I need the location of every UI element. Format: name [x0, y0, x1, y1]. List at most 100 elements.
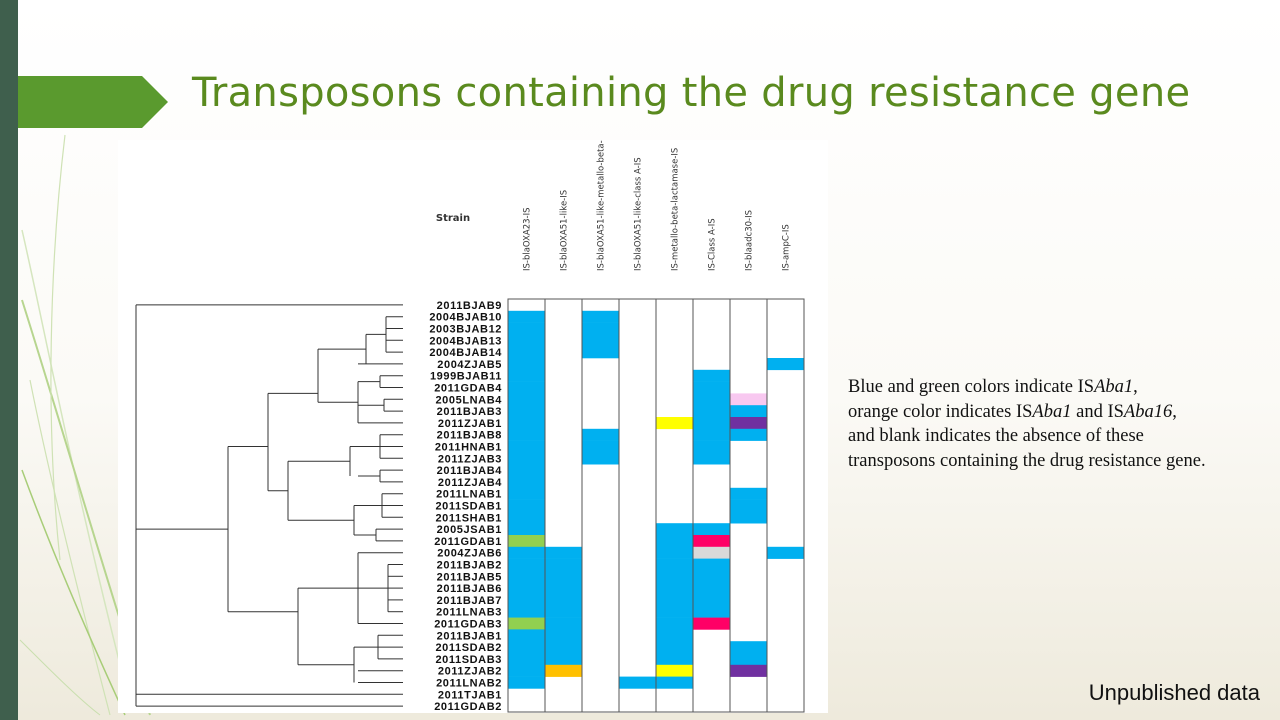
- heatmap-cell: [545, 582, 582, 595]
- figure-caption: Blue and green colors indicate ISAba1, or…: [848, 375, 1228, 473]
- heatmap-cell: [508, 393, 545, 406]
- heatmap-cell: [656, 653, 693, 666]
- caption-line1-text: Blue and green colors indicate IS: [848, 377, 1095, 397]
- decorative-leaf-lines: [19, 134, 151, 716]
- heatmap-cell: [693, 582, 730, 595]
- heatmap-cell: [730, 393, 767, 406]
- heatmap-cell: [508, 417, 545, 430]
- caption-line2-text: orange color indicates IS: [848, 401, 1033, 422]
- caption-line3-text: and blank indicates the absence of these…: [848, 426, 1206, 471]
- heatmap-cell: [508, 676, 545, 689]
- heatmap-cell: [730, 417, 767, 430]
- heatmap-cell: [693, 617, 730, 630]
- caption-line1-end: ,: [1133, 377, 1138, 397]
- strain-label: 2011GDAB2: [434, 701, 502, 713]
- heatmap-cell: [508, 558, 545, 571]
- heatmap-cell: [656, 641, 693, 654]
- heatmap-cell: [545, 629, 582, 642]
- heatmap-cell: [508, 535, 545, 548]
- column-header: IS-ampC-IS: [782, 224, 792, 271]
- heatmap-cell: [656, 546, 693, 559]
- heatmap-cell: [508, 464, 545, 477]
- strain-label: 2011GDAB3: [434, 619, 502, 631]
- strain-label: 2005JSAB1: [437, 524, 502, 536]
- strain-label: 2011TJAB1: [438, 689, 502, 701]
- heatmap-cell: [730, 428, 767, 441]
- heatmap-cell: [545, 664, 582, 677]
- heatmap-cell: [545, 653, 582, 666]
- heatmap-cell: [508, 322, 545, 335]
- strain-label: 2003BJAB12: [429, 324, 502, 336]
- heatmap-cell: [582, 440, 619, 453]
- heatmap-cell: [656, 570, 693, 583]
- strain-label: 2011SHAB1: [435, 512, 502, 524]
- heatmap-cell: [619, 676, 656, 689]
- heatmap-cell: [545, 546, 582, 559]
- strain-label: 2011SDAB3: [435, 654, 502, 666]
- strain-label: 2011GDAB1: [434, 536, 502, 548]
- heatmap-cell: [508, 381, 545, 394]
- heatmap-cell: [656, 558, 693, 571]
- heatmap-cell: [508, 664, 545, 677]
- heatmap-cell: [693, 605, 730, 618]
- heatmap-cell: [693, 428, 730, 441]
- strain-label: 2011SDAB2: [435, 642, 502, 654]
- heatmap-cell: [767, 358, 804, 371]
- heatmap-cell: [508, 369, 545, 382]
- heatmap-cell: [656, 617, 693, 630]
- heatmap-cell: [508, 546, 545, 559]
- strain-label: 2004ZJAB6: [437, 548, 502, 560]
- strain-label: 2004ZJAB5: [437, 359, 502, 371]
- heatmap-cell: [656, 582, 693, 595]
- heatmap-cell: [693, 570, 730, 583]
- strain-label: 2011ZJAB4: [438, 477, 502, 489]
- column-header: IS-blaadc30-IS: [745, 210, 755, 271]
- strain-label: 2011BJAB6: [437, 583, 502, 595]
- column-header: IS-Class A-IS: [708, 218, 718, 271]
- heatmap-cell: [508, 334, 545, 347]
- heatmap-cell: [693, 393, 730, 406]
- heatmap-cell: [508, 487, 545, 500]
- heatmap-cell: [582, 428, 619, 441]
- heatmap-cell: [656, 535, 693, 548]
- heatmap-cell: [693, 546, 730, 559]
- heatmap-cell: [508, 440, 545, 453]
- caption-line1-italic: Aba1: [1094, 377, 1134, 397]
- strain-label: 2011BJAB7: [437, 595, 502, 607]
- heatmap-cell: [730, 499, 767, 512]
- strain-label: 2004BJAB13: [429, 335, 502, 347]
- heatmap-cell: [582, 310, 619, 323]
- strain-label: 2011GDAB4: [434, 383, 502, 395]
- column-header: IS-blaOXA23-IS: [523, 207, 533, 271]
- heatmap-cell: [656, 594, 693, 607]
- heatmap-cell: [508, 629, 545, 642]
- heatmap-cell: [508, 653, 545, 666]
- strain-label: 2011SDAB1: [435, 501, 502, 513]
- heatmap-cell: [508, 452, 545, 465]
- heatmap-cell: [508, 582, 545, 595]
- heatmap-cell: [730, 511, 767, 524]
- caption-line2-end: ,: [1172, 401, 1177, 422]
- caption-line2-mid: and IS: [1071, 401, 1124, 422]
- heatmap-cell: [656, 605, 693, 618]
- heatmap-cell: [508, 428, 545, 441]
- heatmap-cell: [693, 594, 730, 607]
- strain-label: 2011HNAB1: [435, 442, 502, 454]
- strain-label: 2011LNAB2: [436, 678, 502, 690]
- strain-label: 2004BJAB10: [429, 312, 502, 324]
- heatmap-cell: [767, 546, 804, 559]
- strain-label: 2011ZJAB3: [438, 453, 502, 465]
- strain-label: 2011BJAB3: [437, 406, 502, 418]
- heatmap-cell: [508, 405, 545, 418]
- strain-label: 2011BJAB9: [437, 300, 502, 312]
- heatmap-cell: [730, 664, 767, 677]
- heatmap-cell: [730, 405, 767, 418]
- strain-label: 2011BJAB2: [437, 560, 502, 572]
- strain-label: 2004BJAB14: [429, 347, 502, 359]
- strain-label: 2011BJAB4: [437, 465, 503, 477]
- heatmap-cell: [545, 605, 582, 618]
- caption-line2-italic-2: Aba16: [1123, 401, 1173, 422]
- heatmap-cell: [656, 629, 693, 642]
- strain-label: 2011LNAB1: [436, 489, 502, 501]
